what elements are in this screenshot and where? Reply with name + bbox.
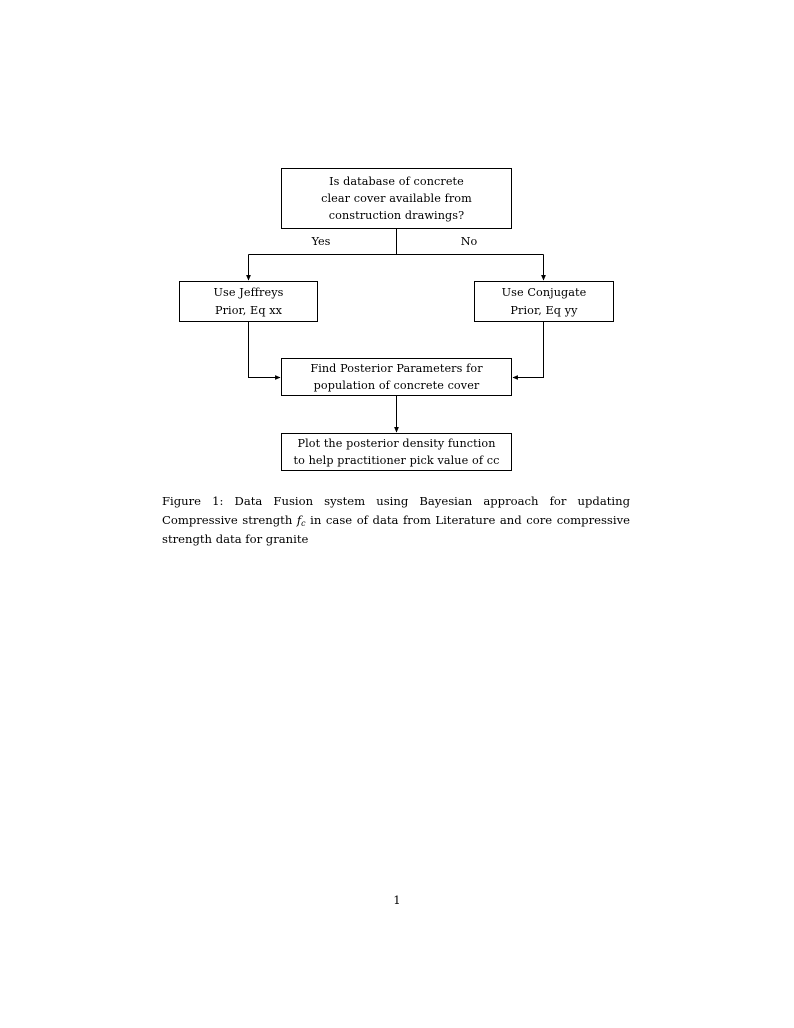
node-posterior-line-2: population of concrete cover — [313, 379, 480, 392]
caption-math-subscript: c — [301, 518, 306, 528]
node-plot-line-2: to help practitioner pick value of cc — [293, 454, 500, 467]
node-find-posterior-parameters[interactable]: Find Posterior Parameters for population… — [281, 358, 512, 396]
caption-label: Figure 1: — [162, 494, 224, 508]
edge-label-yes: Yes — [311, 235, 331, 248]
node-plot-posterior-density[interactable]: Plot the posterior density function to h… — [281, 433, 512, 471]
node-decision-line-3: construction drawings? — [328, 209, 465, 222]
node-posterior-line-1: Find Posterior Parameters for — [310, 361, 483, 375]
node-plot-line-1: Plot the posterior density function — [297, 436, 496, 450]
node-decision-line-2: clear cover available from — [321, 191, 472, 205]
flowchart-figure: Is database of concrete clear cover avai… — [0, 0, 794, 490]
caption-math-variable: fc — [296, 512, 306, 528]
edge-conjugate-to-posterior — [512, 322, 544, 380]
edge-jeffreys-to-posterior — [248, 322, 281, 380]
figure-caption: Figure 1: Data Fusion system using Bayes… — [162, 492, 630, 548]
node-conjugate-line-1: Use Conjugate — [501, 286, 587, 300]
node-jeffreys-line-2: Prior, Eq xx — [214, 303, 283, 317]
node-decision-line-1: Is database of concrete — [329, 174, 464, 188]
node-use-jeffreys-prior[interactable]: Use Jeffreys Prior, Eq xx — [179, 281, 318, 322]
caption-text-part2: in case of data from Literature and core… — [162, 512, 631, 546]
caption-text-part1: Data Fusion system using Bayesian approa… — [162, 494, 630, 527]
node-conjugate-line-2: Prior, Eq yy — [510, 303, 578, 317]
flowchart-connectors — [246, 229, 546, 433]
node-use-conjugate-prior[interactable]: Use Conjugate Prior, Eq yy — [474, 281, 614, 322]
page-number: 1 — [393, 893, 401, 907]
edge-label-no: No — [460, 235, 478, 248]
node-decision-database[interactable]: Is database of concrete clear cover avai… — [281, 168, 512, 229]
node-jeffreys-line-1: Use Jeffreys — [213, 286, 284, 300]
caption-math-symbol: f — [296, 512, 302, 527]
